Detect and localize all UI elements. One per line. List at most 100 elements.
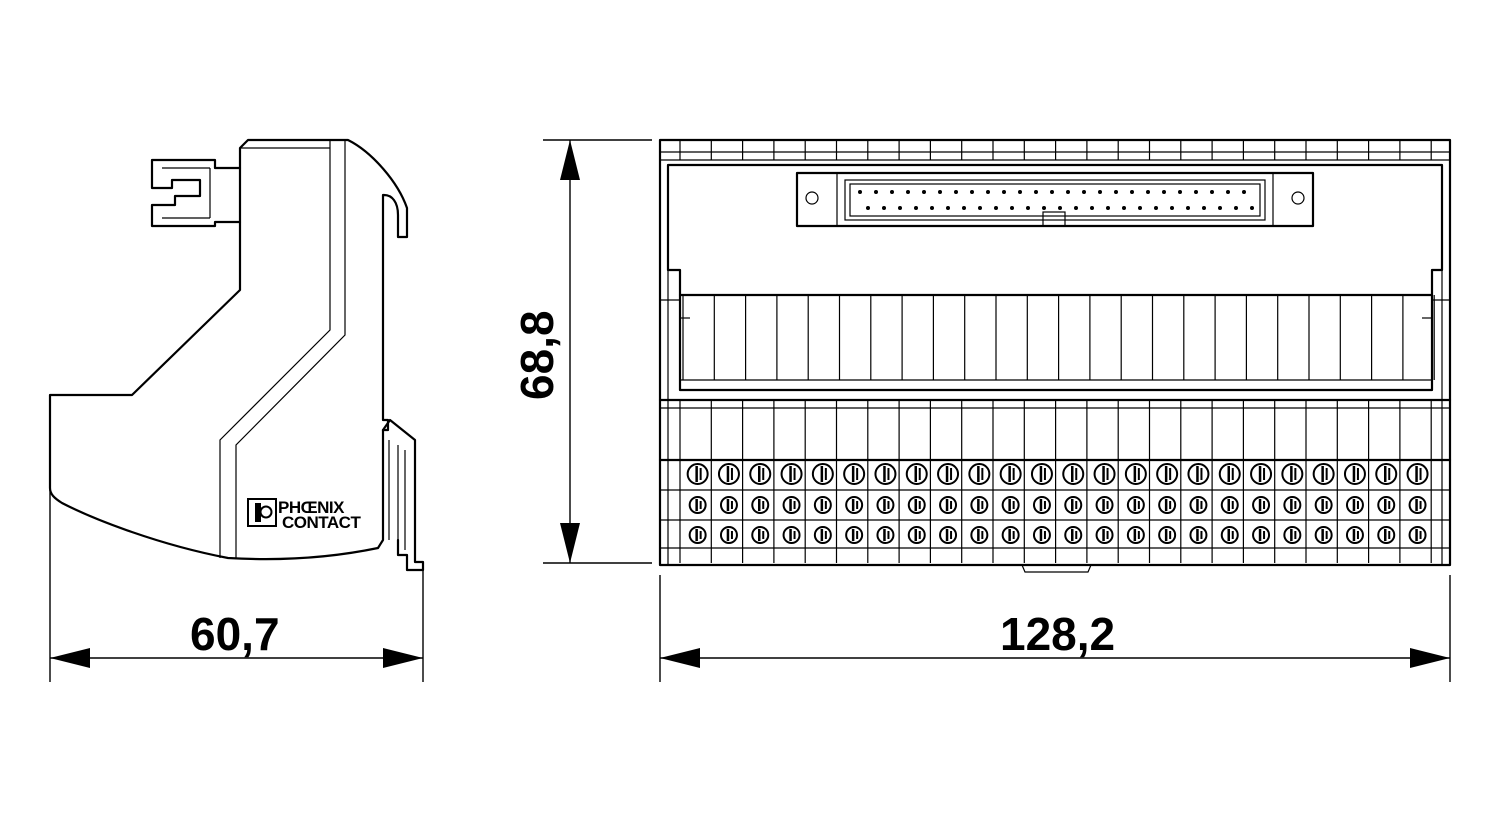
terminal-screw [1062, 463, 1085, 485]
terminal-screw [1032, 526, 1051, 544]
connector-pin [970, 190, 974, 194]
terminal-screw [1314, 526, 1333, 544]
terminal-screw [1064, 496, 1083, 514]
terminal-screw [1126, 526, 1145, 544]
terminal-screw [937, 463, 960, 485]
connector-pin [1042, 206, 1046, 210]
connector-pin [1226, 190, 1230, 194]
side-view: PHŒNIX CONTACT [48, 138, 425, 572]
terminal-screw [782, 496, 801, 514]
terminal-screw [1252, 526, 1271, 544]
terminal-screw [939, 526, 958, 544]
connector-pin [1090, 206, 1094, 210]
side-inner-line-1 [219, 140, 331, 558]
connector-pin [1178, 190, 1182, 194]
front-din-foot [1021, 564, 1092, 573]
terminal-screw [1377, 526, 1396, 544]
terminal-screw [905, 463, 928, 485]
connector-pin [1154, 206, 1158, 210]
terminal-screw [1189, 496, 1208, 514]
terminal-screw [719, 526, 738, 544]
terminal-screw [968, 463, 991, 485]
terminal-screw [1343, 463, 1366, 485]
terminal-screw [1314, 496, 1333, 514]
connector-pin [1034, 190, 1038, 194]
phoenix-contact-logo: PHŒNIX CONTACT [247, 498, 362, 532]
terminal-screw [1377, 496, 1396, 514]
connector-pin [866, 206, 870, 210]
terminal-screw [1220, 526, 1239, 544]
terminal-screw [876, 496, 895, 514]
height-dimension: 68,8 [511, 139, 652, 564]
terminal-screw [999, 463, 1022, 485]
dimension-width-label: 128,2 [1000, 608, 1115, 660]
terminal-screw [907, 526, 926, 544]
terminal-screw [1252, 496, 1271, 514]
terminal-screw [1093, 463, 1116, 485]
terminal-screw [1156, 463, 1179, 485]
terminal-screw [1345, 496, 1364, 514]
connector-pin [962, 206, 966, 210]
side-connector-tabs [150, 158, 242, 228]
connector-pin [1098, 190, 1102, 194]
terminal-screw [1124, 463, 1147, 485]
connector-pin [1186, 206, 1190, 210]
terminal-screw [1187, 463, 1210, 485]
connector-pin [1138, 206, 1142, 210]
connector-pin [1130, 190, 1134, 194]
connector-pin [954, 190, 958, 194]
terminal-screw [876, 526, 895, 544]
connector-pin [858, 190, 862, 194]
terminal-screw [1375, 463, 1398, 485]
terminal-screw [813, 526, 832, 544]
terminal-screw [1281, 463, 1304, 485]
terminal-screw [1250, 463, 1273, 485]
terminal-screw [813, 496, 832, 514]
terminal-screw [811, 463, 834, 485]
front-view [658, 138, 1452, 573]
connector-pin [1074, 206, 1078, 210]
terminal-screw [1126, 496, 1145, 514]
connector-pin [1162, 190, 1166, 194]
terminal-screw [749, 463, 772, 485]
connector-pin [1106, 206, 1110, 210]
connector-pin [1202, 206, 1206, 210]
connector-pin [1026, 206, 1030, 210]
connector-pin [906, 190, 910, 194]
connector-pin [1170, 206, 1174, 210]
connector-pin [978, 206, 982, 210]
terminal-screw [717, 463, 740, 485]
connector-pin [1114, 190, 1118, 194]
connector-pin [1066, 190, 1070, 194]
terminal-screw [1408, 496, 1427, 514]
connector-pin [1018, 190, 1022, 194]
terminal-screw [1312, 463, 1335, 485]
connector-pin [1242, 190, 1246, 194]
connector-pin [898, 206, 902, 210]
terminal-screw [939, 496, 958, 514]
terminal-screw [780, 463, 803, 485]
terminal-screw [1283, 496, 1302, 514]
terminal-screw [1158, 496, 1177, 514]
terminal-screw [970, 526, 989, 544]
connector-pin [1050, 190, 1054, 194]
connector-pin [1234, 206, 1238, 210]
terminal-screw [751, 496, 770, 514]
terminal-screw [686, 463, 709, 485]
connector-pin [874, 190, 878, 194]
terminal-screw [1095, 526, 1114, 544]
front-width-dimension: 128,2 [659, 575, 1451, 682]
connector-pin [986, 190, 990, 194]
dimension-height-label: 68,8 [511, 310, 563, 400]
terminal-screw [719, 496, 738, 514]
terminal-screw [1001, 526, 1020, 544]
terminal-screw [874, 463, 897, 485]
terminal-screw [1218, 463, 1241, 485]
terminal-screw [1032, 496, 1051, 514]
terminal-screw [688, 496, 707, 514]
connector-pin [922, 190, 926, 194]
side-inner-line-2 [235, 140, 346, 559]
side-din-clip [381, 418, 425, 572]
side-depth-dimension: 60,7 [49, 488, 424, 682]
terminal-screw [1406, 463, 1429, 485]
